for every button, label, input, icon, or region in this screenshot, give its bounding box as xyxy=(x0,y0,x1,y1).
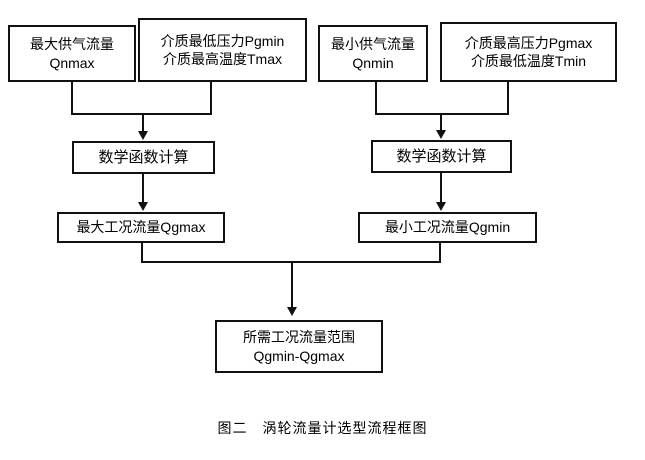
node-max-supply-flow: 最大供气流量 Qnmax xyxy=(8,25,136,82)
node-min-supply-flow-line1: 最小供气流量 xyxy=(331,36,415,53)
node-qgmin: 最小工况流量Qgmin xyxy=(358,212,537,243)
arrowhead-qgmin xyxy=(436,202,446,211)
connector-medium-min-pressure-stem xyxy=(210,82,212,115)
node-math-calc-left: 数学函数计算 xyxy=(72,141,215,174)
node-medium-min-pressure-line2: 介质最高温度Tmax xyxy=(163,51,282,67)
connector-left-merge-bar xyxy=(71,113,212,115)
connector-max-supply-flow-stem xyxy=(71,82,73,115)
node-qgmax-label: 最大工况流量Qgmax xyxy=(76,219,206,236)
node-min-supply-flow: 最小供气流量 Qnmin xyxy=(318,25,428,82)
node-max-supply-flow-line1: 最大供气流量 xyxy=(30,36,114,53)
connector-left-merge-down xyxy=(142,113,144,133)
node-result-range-line1: 所需工况流量范围 xyxy=(243,329,355,346)
node-math-calc-left-label: 数学函数计算 xyxy=(98,148,189,166)
connector-qgmin-stem xyxy=(439,243,441,263)
connector-right-merge-down xyxy=(440,113,442,132)
node-medium-min-pressure-line1: 介质最低压力Pgmin xyxy=(160,32,285,49)
connector-math-left-to-qgmax xyxy=(142,174,144,204)
connector-min-supply-flow-stem xyxy=(375,82,377,115)
arrowhead-qgmax xyxy=(138,202,148,211)
connector-qgmax-stem xyxy=(141,243,143,263)
node-max-supply-flow-line2: Qnmax xyxy=(49,54,95,71)
arrowhead-right-merge xyxy=(436,130,446,139)
node-qgmax: 最大工况流量Qgmax xyxy=(57,212,225,243)
node-result-range: 所需工况流量范围 Qgmin-Qgmax xyxy=(215,320,383,373)
connector-bottom-merge-down xyxy=(291,261,293,309)
node-qgmin-label: 最小工况流量Qgmin xyxy=(384,219,511,236)
node-medium-min-pressure: 介质最低压力Pgmin 介质最高温度Tmax xyxy=(138,18,307,82)
node-medium-max-pressure-line1: 介质最高压力Pgmax xyxy=(464,34,593,51)
node-min-supply-flow-line2: Qnmin xyxy=(352,54,394,71)
node-medium-max-pressure-line2: 介质最低温度Tmin xyxy=(470,53,587,69)
figure-caption: 图二 涡轮流量计选型流程框图 xyxy=(217,420,428,436)
arrowhead-result xyxy=(287,307,297,316)
connector-medium-max-pressure-stem xyxy=(507,82,509,115)
node-medium-max-pressure: 介质最高压力Pgmax 介质最低温度Tmin xyxy=(440,22,617,82)
node-math-calc-right-label: 数学函数计算 xyxy=(396,147,487,165)
connector-right-merge-bar xyxy=(375,113,509,115)
arrowhead-left-merge xyxy=(138,131,148,140)
node-result-range-line2: Qgmin-Qgmax xyxy=(253,347,345,364)
node-math-calc-right: 数学函数计算 xyxy=(371,140,512,173)
connector-math-right-to-qgmin xyxy=(440,173,442,204)
